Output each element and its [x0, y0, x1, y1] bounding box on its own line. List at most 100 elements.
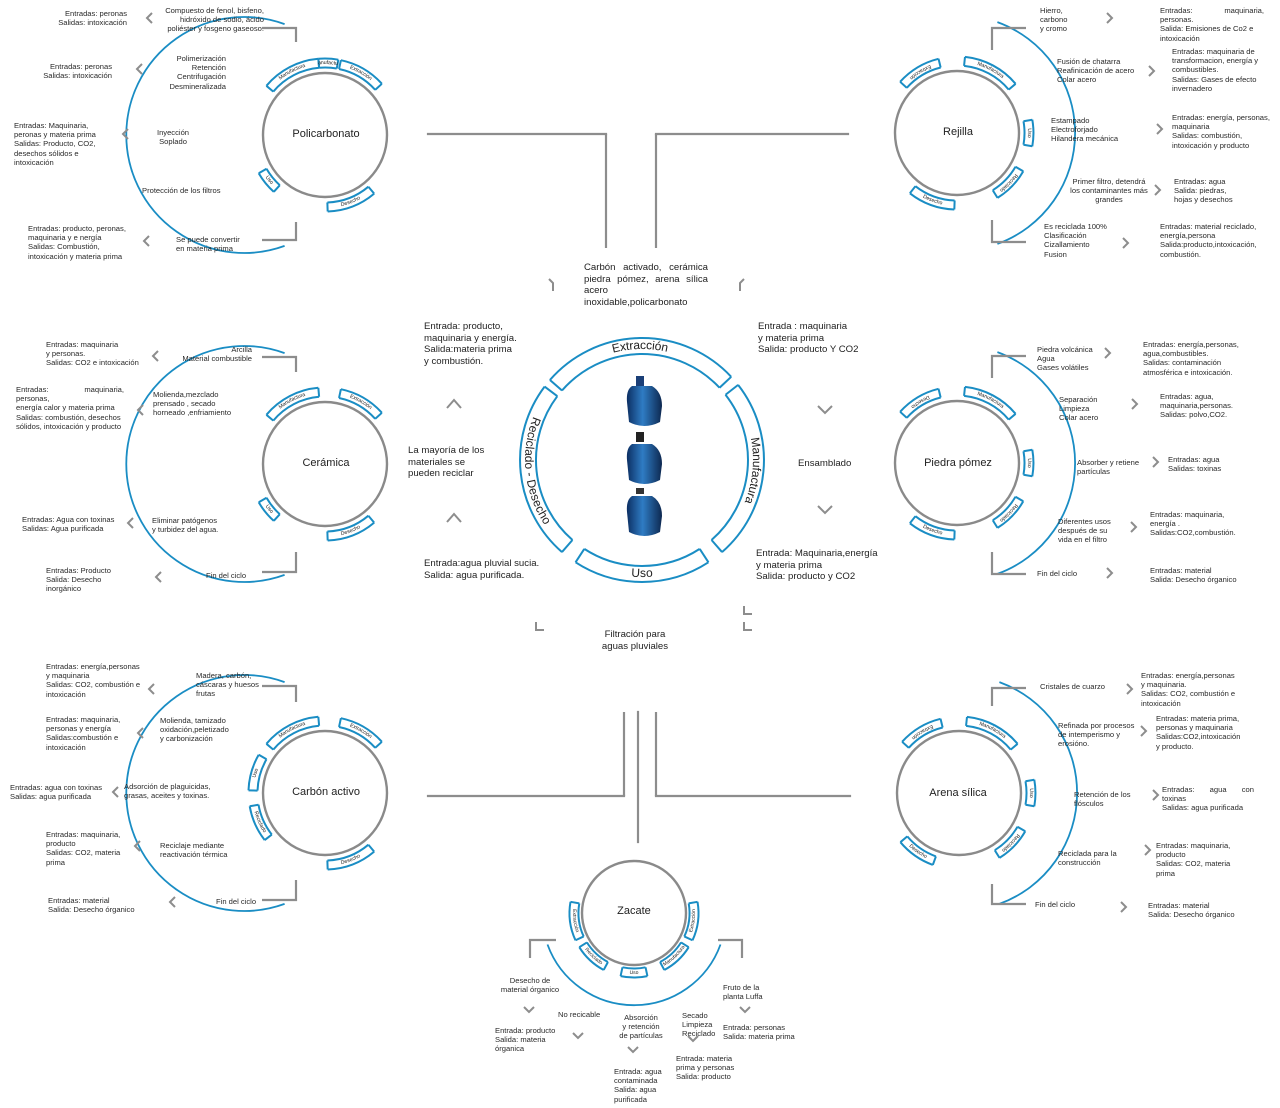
pomez-flow-arc [997, 351, 1076, 575]
pomez-step-2: Separación Limpieza Colar acero [1059, 395, 1099, 423]
arena-extraccion-arc-cap [901, 741, 910, 749]
rejilla-circle [893, 69, 1021, 197]
rejilla-flow-arc [997, 21, 1076, 245]
center-extraccion-arc-cap [718, 376, 732, 389]
policarbonato-manufactura-arc-outer [265, 57, 319, 87]
carbon-reciclado-arc-outer [248, 806, 266, 841]
arena-desecho-arc-cap [931, 856, 937, 866]
zacate-title: Zacate [617, 905, 651, 917]
policarbonato-io-3: Entradas: Maquinaria, peronas y materia … [14, 121, 96, 167]
pomez-step-5: Fin del ciclo [1037, 569, 1078, 578]
arena-step-5: Fin del ciclo [1035, 900, 1076, 909]
center-extraccion-arc-outer [549, 337, 732, 381]
policarbonato-manufactura2-arc-inner [319, 66, 337, 70]
chevron-icon [126, 517, 134, 529]
zacate-extraccion-arc-label-text: Extracción [571, 909, 580, 933]
center-bottom-text: Filtración para aguas pluviales [601, 629, 669, 652]
zacate-extraccion-arc-inner [577, 903, 585, 937]
pomez-uso-arc-label: Uso [1025, 458, 1031, 468]
zacate-manufactura-arc-outer [663, 946, 690, 971]
policarbonato-io-1: Entradas: peronas Salidas: intoxicación [58, 9, 127, 28]
pomez-title: Piedra pómez [924, 457, 992, 469]
rejilla-extraccion-arc-cap [937, 58, 942, 68]
policarbonato-step-2: Polimerización Retención Centrifugación … [169, 54, 226, 91]
policarbonato-extraccion-arc-cap [338, 59, 342, 70]
rejilla-step-4: Primer filtro, detendrá los contaminante… [1070, 177, 1148, 205]
ceramica-bracket [262, 355, 298, 372]
zacate-io-4: Entrada: personas Salida: materia prima [723, 1023, 795, 1042]
pomez-reciclado-arc-inner [992, 496, 1017, 522]
carbon-step-3: Adsorción de plaguicidas, grasas, aceite… [124, 782, 211, 801]
arena-manufactura-arc-outer [966, 715, 1019, 745]
center-corner-mark [535, 622, 544, 631]
center-manufactura-arc-outer [721, 384, 765, 553]
center-extraccion-arc-label: Extracción [611, 338, 670, 356]
rejilla-uso-arc-cap [1023, 118, 1033, 123]
zacate-extraccion2-arc-inner [683, 903, 691, 937]
zacate-manufactura-arc-cap [680, 941, 690, 949]
carbon-uso-arc-outer [247, 754, 260, 791]
arena-manufactura-arc-inner [965, 724, 1012, 751]
rejilla-desecho-arc-inner [914, 185, 955, 202]
carbon-circle [261, 729, 389, 857]
arena-step-3: Retención de los flósculos [1074, 790, 1131, 809]
zacate-manufactura-arc-cap [659, 961, 666, 971]
chevron-icon [1154, 184, 1162, 196]
arena-uso-arc-inner [1024, 781, 1028, 805]
ceramica-uso-arc-label-text: Uso [263, 504, 274, 515]
pomez-manufactura-arc-inner [963, 394, 1010, 421]
zacate-reciclado-arc-inner [586, 941, 609, 963]
carbon-step-5: Fin del ciclo [216, 897, 257, 906]
pomez-circle [893, 399, 1021, 527]
rejilla-manufactura-arc-cap [1008, 83, 1017, 91]
policarbonato-step-5: Se puede convertir en materia prima [176, 235, 240, 254]
zacate-io-1: Entrada: producto Salida: materia órgani… [495, 1026, 556, 1054]
ceramica-manufactura-arc-outer [265, 386, 319, 416]
rejilla-extraccion-arc-inner [906, 66, 941, 89]
zacate-extraccion-arc-cap [575, 935, 585, 942]
chevron-icon [687, 1035, 699, 1043]
zacate-uso-arc-cap [644, 967, 649, 977]
chevron-icon [121, 128, 129, 140]
ceramica-bracket [262, 552, 298, 574]
chevron-icon [168, 896, 176, 908]
arena-desecho-arc-cap [899, 835, 908, 843]
center-reciclado-arc-inner [534, 395, 574, 541]
policarbonato-extraccion-arc-inner [338, 68, 376, 91]
chevron-icon [523, 1006, 535, 1014]
zacate-extraccion2-arc-label: Extracción [688, 909, 697, 933]
arena-step-1: Cristales de cuarzo [1040, 682, 1105, 691]
chevron-icon [151, 350, 159, 362]
ceramica-uso-arc-label: Uso [263, 504, 274, 515]
chevron-icon [572, 1032, 584, 1040]
arena-uso-arc-cap [1025, 803, 1035, 808]
arena-step-2: Refinada por procesos de intemperismo y … [1058, 721, 1135, 749]
ceramica-extraccion-arc-cap [374, 412, 383, 420]
zacate-uso-arc-label-text: Uso [629, 970, 638, 976]
zacate-extraccion-arc-label: Extracción [571, 909, 580, 933]
arena-io-4: Entradas: maquinaria, producto Salidas: … [1156, 841, 1231, 878]
pomez-uso-arc-outer [1031, 449, 1035, 477]
policarbonato-desecho-arc-inner [327, 185, 370, 204]
rejilla-bracket [990, 26, 1026, 50]
carbon-extraccion-arc-cap [374, 741, 383, 749]
ceramica-circle [261, 400, 389, 528]
rejilla-title: Rejilla [943, 126, 973, 138]
carbon-reciclado-arc-cap [264, 833, 273, 841]
ceramica-step-1: Arcilla Material combustible [182, 345, 252, 364]
chevron-icon [1126, 683, 1134, 695]
center-reciclado-arc-outer [519, 385, 563, 553]
arena-title: Arena sílica [929, 787, 987, 799]
policarbonato-desecho-arc-cap [367, 186, 375, 195]
carbon-uso-arc-inner [256, 758, 268, 791]
pomez-step-4: Diferentes usos después de su vida en el… [1058, 517, 1111, 545]
chevron-icon [1140, 725, 1148, 737]
center-extraccion-arc-label-text: Extracción [611, 338, 670, 356]
pomez-uso-arc-cap [1023, 448, 1033, 453]
chevron-icon [1130, 521, 1138, 533]
zacate-io-2: Entrada: agua contaminada Salida: agua p… [614, 1067, 662, 1104]
pomez-desecho-arc-cap [909, 515, 917, 524]
pomez-io-2: Entradas: agua, maquinaria,personas. Sal… [1160, 392, 1234, 420]
arena-uso-arc-outer [1033, 779, 1037, 807]
